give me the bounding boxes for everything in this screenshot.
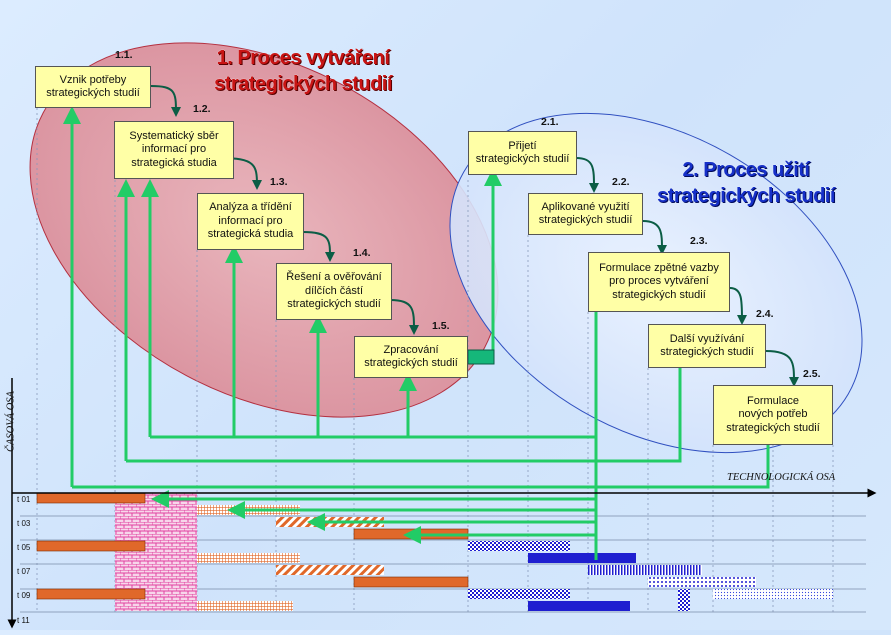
- step-box-1-1: Vznik potřeby strategických studií: [35, 66, 151, 108]
- step-box-2-4: Další využívání strategických studií: [648, 324, 766, 368]
- step-box-1-3: Analýza a třídění informací pro strategi…: [197, 193, 304, 250]
- gantt-bar: [713, 589, 833, 599]
- gantt-bar: [36, 492, 146, 504]
- step-number: 2.4.: [756, 308, 774, 320]
- step-number: 1.3.: [270, 176, 288, 188]
- step-number: 2.1.: [541, 116, 559, 128]
- step-number: 2.2.: [612, 176, 630, 188]
- step-number: 1.5.: [432, 320, 450, 332]
- gantt-bar: [528, 601, 630, 611]
- step-connectors: [150, 85, 799, 387]
- gantt-bar: [36, 588, 146, 600]
- process2-title: 2. Proces užití strategických studií: [657, 159, 835, 207]
- time-tick-label: t 01: [17, 495, 31, 504]
- step-box-2-1: Přijetí strategických studií: [468, 131, 577, 175]
- time-tick-label: t 07: [17, 567, 31, 576]
- gantt-bar: [648, 577, 756, 587]
- step-number: 1.2.: [193, 103, 211, 115]
- step-number: 1.4.: [353, 247, 371, 259]
- step-box-2-3: Formulace zpětné vazby pro proces vytvář…: [588, 252, 730, 312]
- gantt-bar: [36, 540, 146, 552]
- axes: [7, 378, 877, 629]
- step-box-1-2: Systematický sběr informací pro strategi…: [114, 121, 234, 179]
- gantt-bar: [468, 541, 570, 551]
- gantt-bar: [353, 576, 469, 588]
- step-box-2-5: Formulace nových potřeb strategických st…: [713, 385, 833, 445]
- gantt-bar: [528, 553, 636, 563]
- time-axis-label: ČASOVÁ OSA: [5, 391, 17, 452]
- time-tick-label: t 11: [17, 616, 30, 625]
- step-number: 2.5.: [803, 368, 821, 380]
- time-tick-label: t 05: [17, 543, 31, 552]
- step-number: 2.3.: [690, 235, 708, 247]
- step-box-1-4: Řešení a ověřování dílčích částí strateg…: [276, 263, 392, 320]
- process1-title: 1. Proces vytváření strategických studií: [214, 47, 392, 95]
- gantt-bar: [276, 565, 384, 575]
- tech-axis-label: TECHNOLOGICKÁ OSA: [727, 472, 836, 483]
- gantt-bar: [678, 589, 690, 611]
- time-tick-label: t 09: [17, 591, 31, 600]
- gantt-bar: [468, 589, 570, 599]
- gantt-bar: [197, 601, 293, 611]
- feedback-arrows: [63, 106, 770, 560]
- connector-block: [467, 349, 495, 365]
- gantt-bar: [588, 565, 702, 575]
- gantt-bar: [197, 553, 300, 563]
- step-box-1-5: Zpracování strategických studií: [354, 336, 468, 378]
- time-tick-label: t 03: [17, 519, 31, 528]
- step-number: 1.1.: [115, 49, 133, 61]
- step-box-2-2: Aplikované využití strategických studií: [528, 193, 643, 235]
